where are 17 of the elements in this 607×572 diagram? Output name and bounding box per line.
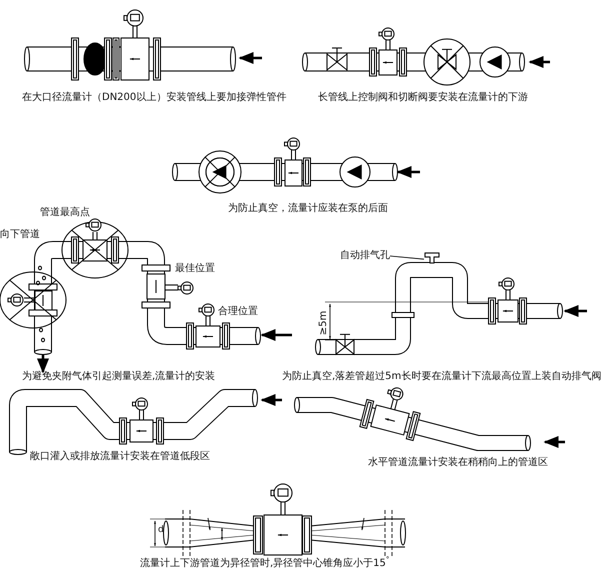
- part-label: 自动排气孔: [340, 250, 390, 262]
- part-label: 最佳位置: [175, 263, 215, 275]
- caption: 敞口灌入或排放流量计安装在管道低段区: [30, 451, 210, 463]
- caption: 为避免夹附气体引起测量误差,流量计的安装: [22, 371, 216, 383]
- caption: 流量计上下游管道为异径管时,异径管中心锥角应小于15$^{°}$: [140, 558, 390, 570]
- caption: 为防止真空，流量计应装在泵的后面: [228, 203, 388, 215]
- part-label: 管道最高点: [40, 207, 90, 219]
- dimension-label: ≥5m: [318, 310, 330, 336]
- caption: 水平管道流量计安装在稍稍向上的管道区: [368, 457, 548, 469]
- air-vent-icon: [424, 252, 440, 264]
- caption: 在大口径流量计（DN200以上）安装管线上要加接弹性管件: [22, 92, 286, 104]
- caption: 为防止真空,落差管超过5m长时要在流量计下流最高位置上装自动排气阀: [282, 371, 602, 383]
- leader-line: [390, 256, 424, 260]
- part-label: 合理位置: [218, 306, 258, 318]
- dimension-label: d: [158, 524, 164, 536]
- part-label: 向下管道: [0, 229, 40, 241]
- caption: 长管线上控制阀和切断阀要安装在流量计的下游: [318, 92, 528, 104]
